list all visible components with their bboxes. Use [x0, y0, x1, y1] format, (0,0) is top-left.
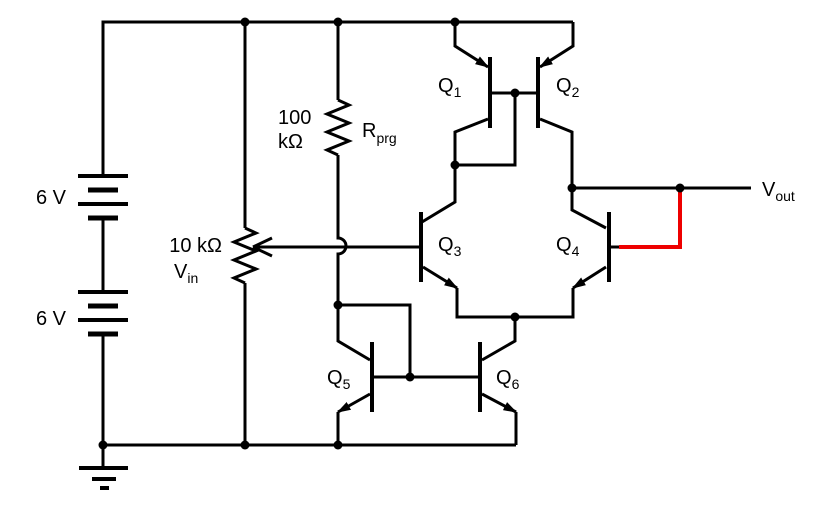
junction-dot [510, 312, 520, 322]
q6-sub: 6 [512, 376, 520, 392]
q4-base: Q [556, 234, 572, 256]
top-rail-wire [101, 20, 573, 174]
q2-collector-wire [539, 117, 574, 188]
q5-base: Q [327, 367, 343, 389]
q2-label: Q2 [556, 75, 580, 100]
vin-sub: in [187, 270, 198, 286]
junction-dot [333, 440, 343, 450]
q1-diode-connection-wire [455, 93, 517, 167]
vout-label: Vout [762, 179, 795, 204]
junction-dot [405, 372, 415, 382]
labels: 6 V 6 V 100 kΩ Rprg 10 kΩ Vin Q1 Q2 Q3 Q… [36, 75, 795, 392]
junction-dot [675, 183, 685, 193]
q5-collector-wire [336, 305, 371, 362]
q2-base: Q [556, 75, 572, 97]
junction-dot [450, 160, 460, 170]
q4-label: Q4 [556, 234, 580, 259]
q3-emitter-to-node-wire [455, 288, 515, 319]
junction-dot [240, 440, 250, 450]
battery-bottom-label: 6 V [36, 308, 67, 330]
junction-dot [510, 88, 520, 98]
rprg-name-label: Rprg [362, 120, 397, 146]
junction-dot [567, 183, 577, 193]
junction-dot [450, 17, 460, 27]
rprg-name-sub: prg [376, 130, 396, 146]
q6-base: Q [496, 367, 512, 389]
battery-top-label: 6 V [36, 187, 67, 209]
q2-sub: 2 [572, 84, 580, 100]
rprg-value-line2: kΩ [278, 131, 303, 153]
rprg-bottom-wire-with-hop [336, 155, 348, 305]
junction-dots [98, 17, 685, 450]
q4-emitter-wire [571, 265, 607, 290]
q3-label: Q3 [438, 234, 462, 259]
q3-base: Q [438, 234, 454, 256]
rprg-zigzag [323, 98, 353, 157]
q4-sub: 4 [572, 243, 580, 259]
junction-dot [333, 17, 343, 27]
q3-sub: 3 [454, 243, 462, 259]
junction-dot [98, 440, 108, 450]
junction-dot [333, 300, 343, 310]
q5-emitter-wire [336, 392, 371, 414]
pot-zigzag [230, 226, 260, 285]
q1-base: Q [438, 75, 454, 97]
wiring [78, 20, 751, 490]
vin-base: V [174, 261, 188, 283]
q1-collector-to-q3-wire [421, 117, 489, 224]
q6-label: Q6 [496, 367, 520, 392]
q6-emitter-wire [481, 392, 518, 414]
q5-label: Q5 [327, 367, 351, 392]
feedback-wire [619, 190, 682, 249]
vout-sub: out [775, 188, 795, 204]
q1-sub: 1 [454, 84, 462, 100]
vin-label: Vin [174, 261, 198, 286]
q1-label: Q1 [438, 75, 462, 100]
q2-emitter-wire [538, 22, 575, 69]
q4-emitter-to-node-wire [515, 288, 575, 319]
q4-collector-wire [570, 190, 607, 230]
junction-dot [240, 17, 250, 27]
vout-base: V [762, 179, 776, 201]
rprg-name-base: R [362, 120, 376, 142]
q1-emitter-wire [453, 22, 490, 69]
pot-value-label: 10 kΩ [169, 235, 222, 257]
q3-emitter-wire [422, 265, 459, 290]
tail-node-to-q6-collector-wire [481, 317, 517, 362]
rprg-value-line1: 100 [278, 107, 311, 129]
rprg-node-to-bases-wire [338, 303, 412, 377]
q5-sub: 5 [343, 376, 351, 392]
